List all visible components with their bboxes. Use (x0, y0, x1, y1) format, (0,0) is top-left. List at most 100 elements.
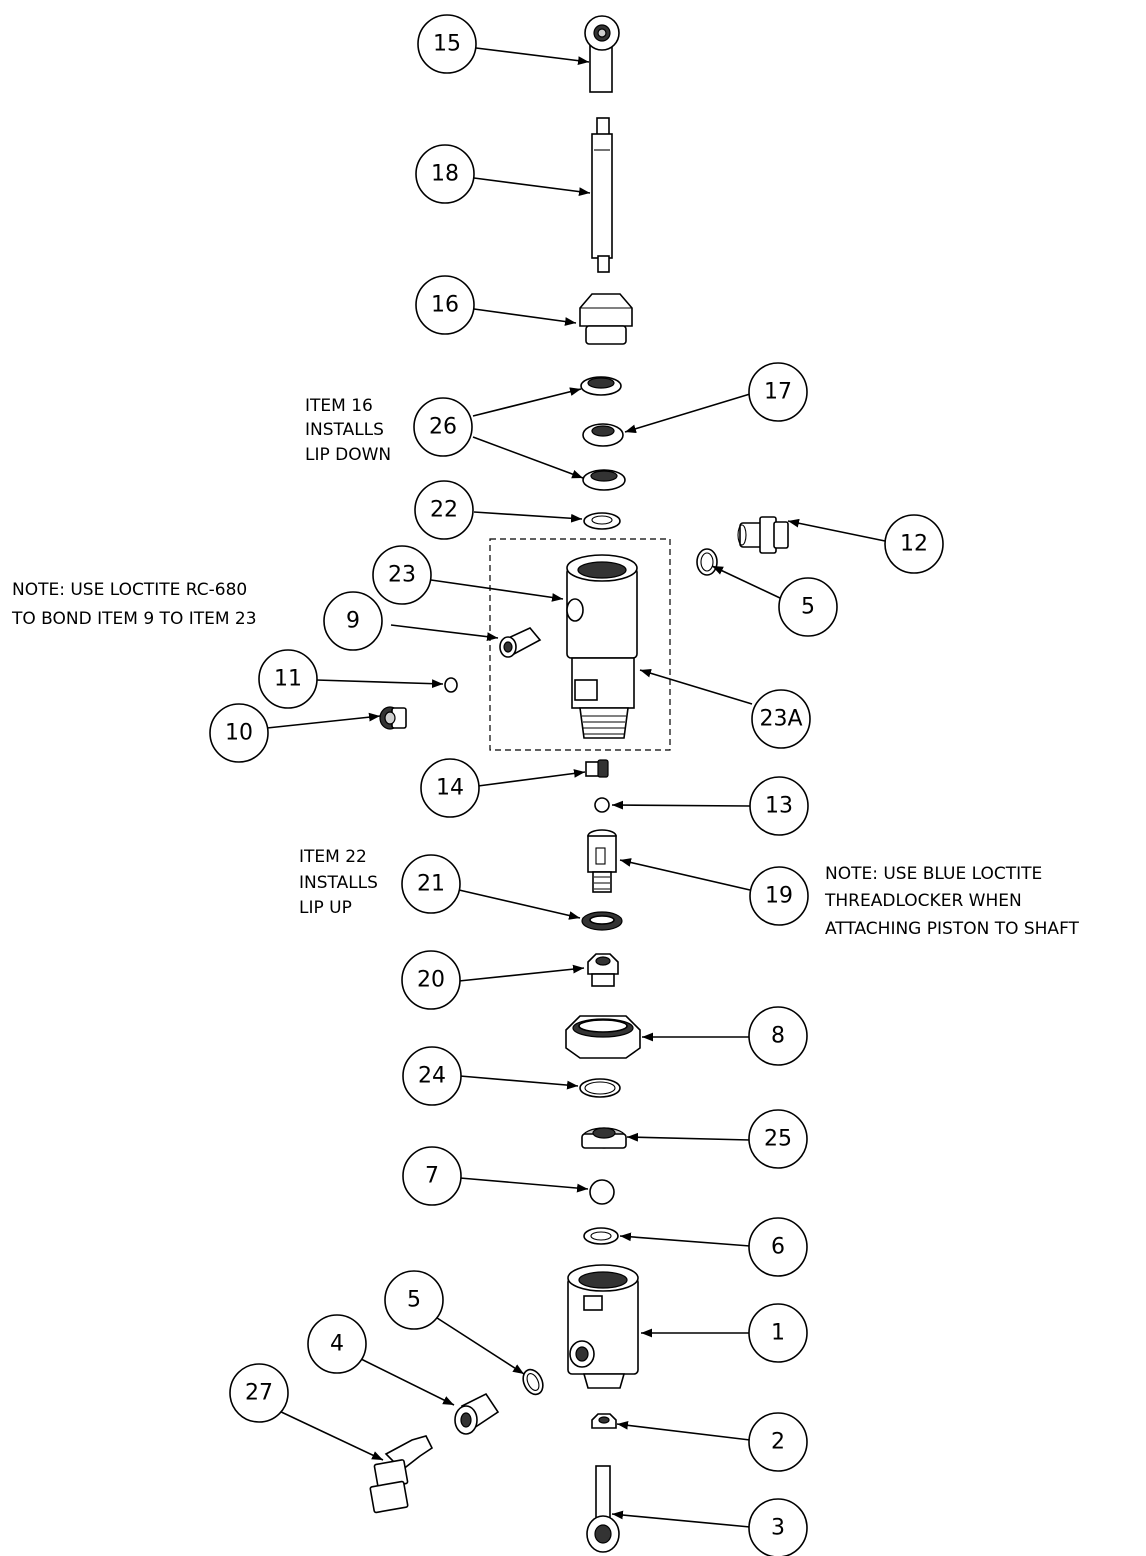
part-16-gland-nut (579, 293, 633, 345)
note-item22-lip-up: ITEM 22 INSTALLS LIP UP (299, 847, 378, 918)
callout-20: 20 (401, 950, 461, 1010)
callout-25: 25 (748, 1109, 808, 1169)
svg-text:1: 1 (771, 1321, 785, 1346)
callout-7: 7 (402, 1146, 462, 1206)
callout-23: 23 (372, 545, 432, 605)
callout-8: 8 (748, 1006, 808, 1066)
svg-text:23A: 23A (759, 707, 802, 732)
svg-text:8: 8 (771, 1024, 785, 1049)
part-7-ball (589, 1179, 615, 1205)
callout-14: 14 (420, 758, 480, 818)
part-24-o-ring (579, 1078, 621, 1098)
svg-text:THREADLOCKER WHEN: THREADLOCKER WHEN (824, 891, 1022, 911)
part-5-o-ring-left (522, 1368, 544, 1396)
callout-2: 2 (748, 1412, 808, 1472)
callout-4: 4 (307, 1314, 367, 1374)
callout-13: 13 (749, 776, 809, 836)
part-15-rod-end (584, 15, 620, 93)
svg-text:ATTACHING PISTON TO SHAFT: ATTACHING PISTON TO SHAFT (825, 919, 1080, 939)
part-12-fitting (737, 516, 789, 554)
svg-text:23: 23 (388, 563, 416, 588)
part-8-large-nut (565, 1015, 641, 1059)
svg-text:22: 22 (430, 498, 458, 523)
part-21-seal (581, 911, 623, 931)
svg-text:NOTE: USE LOCTITE RC-680: NOTE: USE LOCTITE RC-680 (12, 580, 247, 600)
svg-text:5: 5 (801, 595, 815, 620)
svg-text:LIP DOWN: LIP DOWN (305, 445, 391, 465)
callout-27: 27 (229, 1363, 289, 1423)
svg-text:ITEM 22: ITEM 22 (299, 847, 367, 867)
callout-11: 11 (258, 649, 318, 709)
svg-text:17: 17 (764, 380, 792, 405)
part-27-elbow (369, 1435, 434, 1514)
svg-text:ITEM 16: ITEM 16 (305, 396, 373, 416)
callout-22: 22 (414, 480, 474, 540)
part-4-adapter (454, 1392, 500, 1435)
svg-text:16: 16 (431, 293, 459, 318)
svg-text:14: 14 (436, 776, 464, 801)
part-5-o-ring-right (696, 548, 718, 576)
part-1-lower-body (567, 1264, 639, 1389)
callout-1: 1 (748, 1303, 808, 1363)
callout-17: 17 (748, 362, 808, 422)
part-10-plug (379, 706, 407, 730)
svg-text:11: 11 (274, 667, 302, 692)
svg-text:5: 5 (407, 1288, 421, 1313)
part-23-cylinder (566, 554, 638, 739)
subassembly-23a-box (489, 538, 671, 751)
callout-19: 19 (749, 866, 809, 926)
svg-text:4: 4 (330, 1332, 344, 1357)
svg-text:INSTALLS: INSTALLS (305, 420, 384, 440)
callout-26: 26 (413, 397, 473, 457)
leader-lines (266, 47, 886, 1528)
note-loctite-rc680: NOTE: USE LOCTITE RC-680 TO BOND ITEM 9 … (11, 580, 257, 629)
svg-text:25: 25 (764, 1127, 792, 1152)
svg-text:LIP UP: LIP UP (299, 898, 352, 918)
callout-5-left: 5 (384, 1270, 444, 1330)
svg-text:6: 6 (771, 1235, 785, 1260)
callout-18: 18 (415, 144, 475, 204)
svg-text:TO BOND ITEM 9 TO ITEM 23: TO BOND ITEM 9 TO ITEM 23 (11, 609, 257, 629)
note-blue-loctite: NOTE: USE BLUE LOCTITE THREADLOCKER WHEN… (824, 864, 1080, 939)
part-20-nut (587, 953, 619, 987)
svg-text:10: 10 (225, 721, 253, 746)
part-25-valve-seat (581, 1127, 627, 1149)
callout-5-right: 5 (778, 577, 838, 637)
svg-text:24: 24 (418, 1064, 446, 1089)
part-13-ball (594, 797, 610, 813)
part-18-shaft (591, 117, 613, 273)
callout-15: 15 (417, 14, 477, 74)
svg-text:26: 26 (429, 415, 457, 440)
svg-text:21: 21 (417, 872, 445, 897)
svg-text:INSTALLS: INSTALLS (299, 873, 378, 893)
part-9-insert (499, 627, 542, 658)
part-3-rod-end (586, 1465, 620, 1553)
part-6-washer (583, 1227, 619, 1245)
callout-23a: 23A (751, 689, 811, 749)
svg-text:3: 3 (771, 1516, 785, 1541)
part-17-seal (582, 423, 624, 447)
svg-text:20: 20 (417, 968, 445, 993)
svg-text:7: 7 (425, 1164, 439, 1189)
part-22-washer (583, 512, 621, 530)
svg-text:2: 2 (771, 1430, 785, 1455)
svg-text:19: 19 (765, 884, 793, 909)
part-11-o-ring (444, 677, 458, 693)
callout-21: 21 (401, 854, 461, 914)
callout-3: 3 (748, 1498, 808, 1556)
callout-16: 16 (415, 275, 475, 335)
callout-12: 12 (884, 514, 944, 574)
note-item16-lip-down: ITEM 16 INSTALLS LIP DOWN (305, 396, 391, 465)
callout-6: 6 (748, 1217, 808, 1277)
callout-9: 9 (323, 591, 383, 651)
callout-24: 24 (402, 1046, 462, 1106)
svg-text:15: 15 (433, 32, 461, 57)
svg-text:18: 18 (431, 162, 459, 187)
svg-text:27: 27 (245, 1381, 273, 1406)
part-14-set-screw (585, 759, 609, 778)
svg-text:13: 13 (765, 794, 793, 819)
callout-10: 10 (209, 703, 269, 763)
svg-text:9: 9 (346, 609, 360, 634)
svg-text:12: 12 (900, 532, 928, 557)
